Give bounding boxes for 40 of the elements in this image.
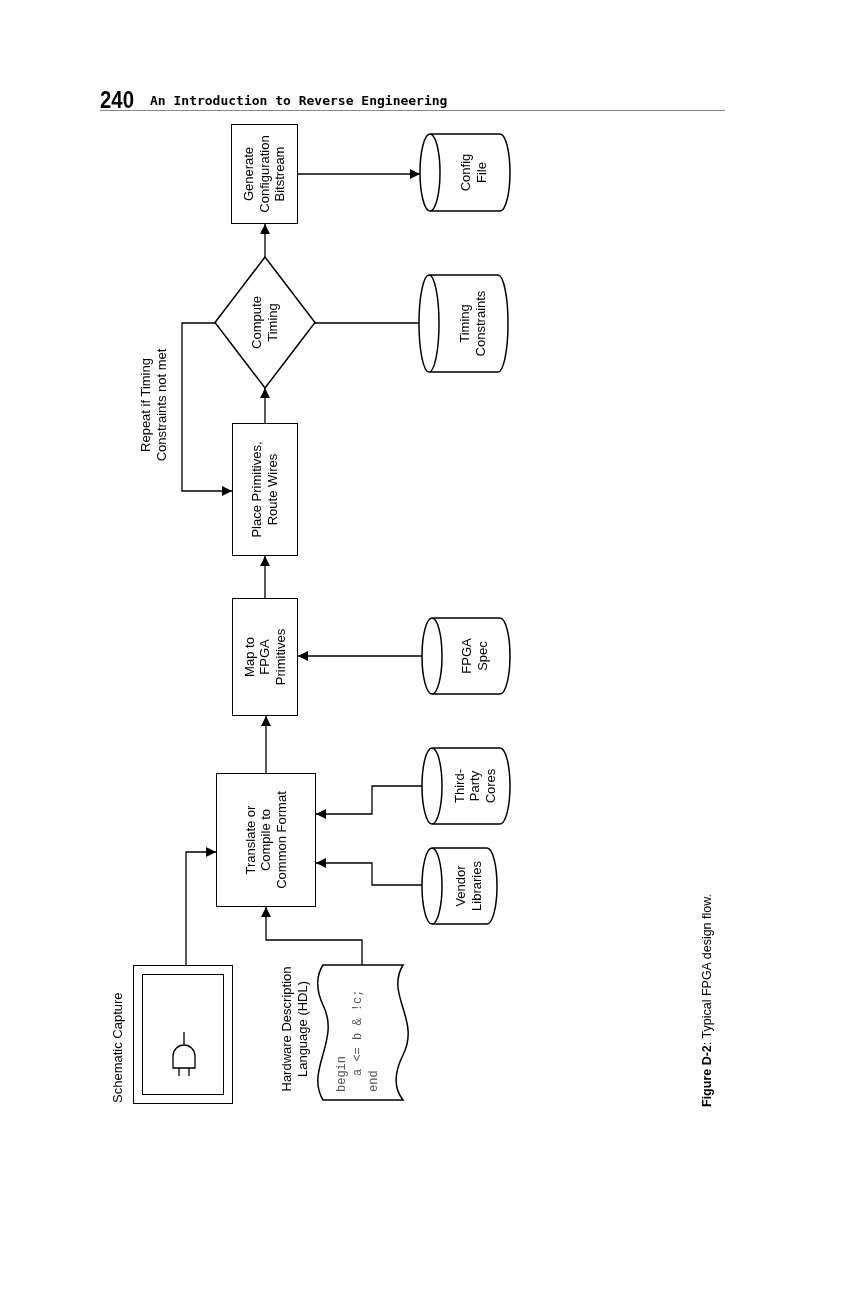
node-label: Timing Constraints (456, 289, 489, 359)
process-box (231, 124, 298, 224)
arrow (315, 785, 423, 819)
page-number: 240 (100, 86, 135, 114)
node-label: Third-Party Cores (451, 767, 499, 806)
database-cylinder (422, 848, 497, 924)
process-box (232, 423, 298, 556)
code-text: a <= b & !c; (351, 989, 366, 1076)
process-box (232, 598, 298, 716)
arrow (260, 555, 270, 599)
code-text: begin (335, 1056, 350, 1092)
node-label: Vendor Libraries (452, 860, 485, 913)
arrow (261, 906, 363, 966)
arrow (181, 322, 233, 496)
node-label: Compute Timing (249, 295, 281, 350)
database-cylinder (419, 275, 508, 372)
running-header: An Introduction to Reverse Engineering (150, 93, 448, 108)
node-label: Translate or Compile to Common Format (242, 790, 290, 890)
connector-line (314, 322, 420, 324)
database-cylinder (422, 748, 510, 824)
database-cylinder (422, 618, 510, 694)
arrow (261, 715, 271, 774)
decision-diamond (215, 257, 315, 388)
figure-caption: Figure D-2: Typical FPGA design flow. (700, 893, 714, 1107)
arrow (260, 223, 270, 258)
node-label: FPGA Spec (459, 637, 491, 676)
process-box (216, 773, 316, 907)
arrow (297, 651, 423, 661)
node-label: Map to FPGA Primitives (241, 627, 289, 688)
node-label: Config File (458, 152, 490, 193)
arrow (297, 169, 421, 179)
code-text: end (367, 1070, 382, 1092)
node-label: Generate Configuration Bitstream (241, 134, 288, 215)
arrow (315, 858, 423, 886)
database-cylinder (420, 134, 510, 211)
arrow (185, 847, 217, 966)
node-label: Schematic Capture (110, 991, 126, 1103)
node-label: Hardware Description Language (HDL) (279, 965, 311, 1094)
node-label: Place Primitives, Route Wires (249, 440, 281, 540)
arrow (260, 387, 270, 424)
